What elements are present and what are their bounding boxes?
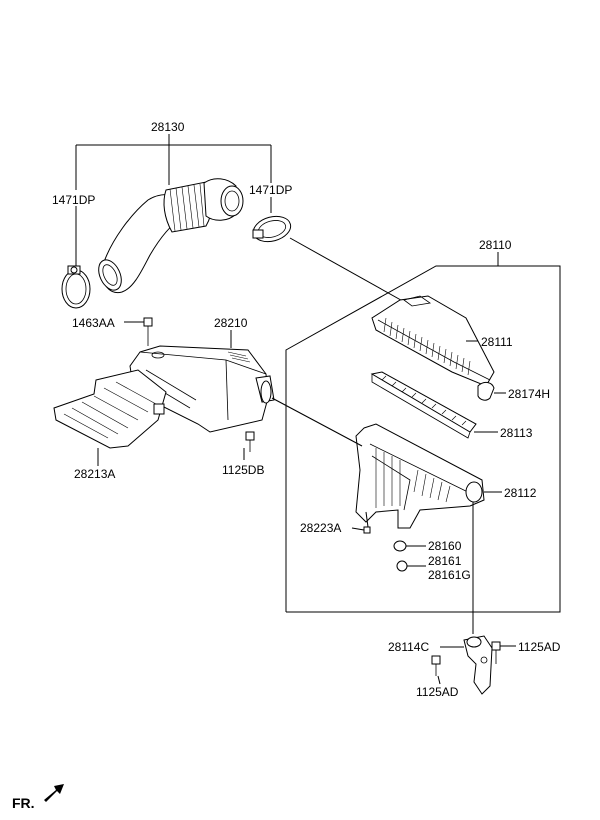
label-28114c: 28114C [388,640,429,654]
label-28210: 28210 [214,316,248,330]
front-direction-indicator: FR. [12,784,64,811]
intake-hose [98,178,244,294]
body-bolt [351,511,371,534]
housing-bolt-top [124,317,153,346]
label-1125ad-right: 1125AD [518,640,561,654]
bracket-bolt-right [491,641,516,664]
label-1463aa: 1463AA [72,316,115,330]
front-direction-label: FR. [12,795,35,811]
leader-housing-to-body [271,397,363,447]
mounting-insulators [393,540,426,572]
housing-bolt-bottom [243,431,255,460]
air-cleaner-body [355,423,502,529]
hose-clamp-right [252,215,292,243]
label-1471dp-right: 1471DP [249,183,292,197]
label-1471dp-left: 1471DP [52,193,95,207]
label-28223a: 28223A [300,521,341,535]
mounting-bracket [440,635,493,695]
label-28161g: 28161G [428,568,471,582]
label-1125ad-bottom: 1125AD [416,685,459,699]
hose-group-bracket [75,134,272,266]
label-28110: 28110 [479,238,512,252]
label-28113: 28113 [500,426,533,440]
label-28112: 28112 [504,486,537,500]
front-direction-arrow-icon [44,784,64,802]
air-guide-plate [53,369,167,466]
label-28130: 28130 [151,120,185,134]
label-1125db: 1125DB [222,463,264,477]
label-28174h: 28174H [508,387,550,401]
bracket-bolt-bottom [431,655,441,685]
label-28160: 28160 [428,539,462,553]
resonator-housing [129,330,275,433]
air-cleaner-assembly-frame [285,252,561,613]
label-28161: 28161 [428,554,462,568]
label-28213a: 28213A [74,467,115,481]
cover-clip [477,381,506,401]
label-28111: 28111 [481,335,513,349]
air-filter-element [370,371,498,439]
air-cleaner-cover [371,295,495,387]
hose-clamp-left [61,265,91,309]
leader-clamp-to-cover [289,237,409,305]
